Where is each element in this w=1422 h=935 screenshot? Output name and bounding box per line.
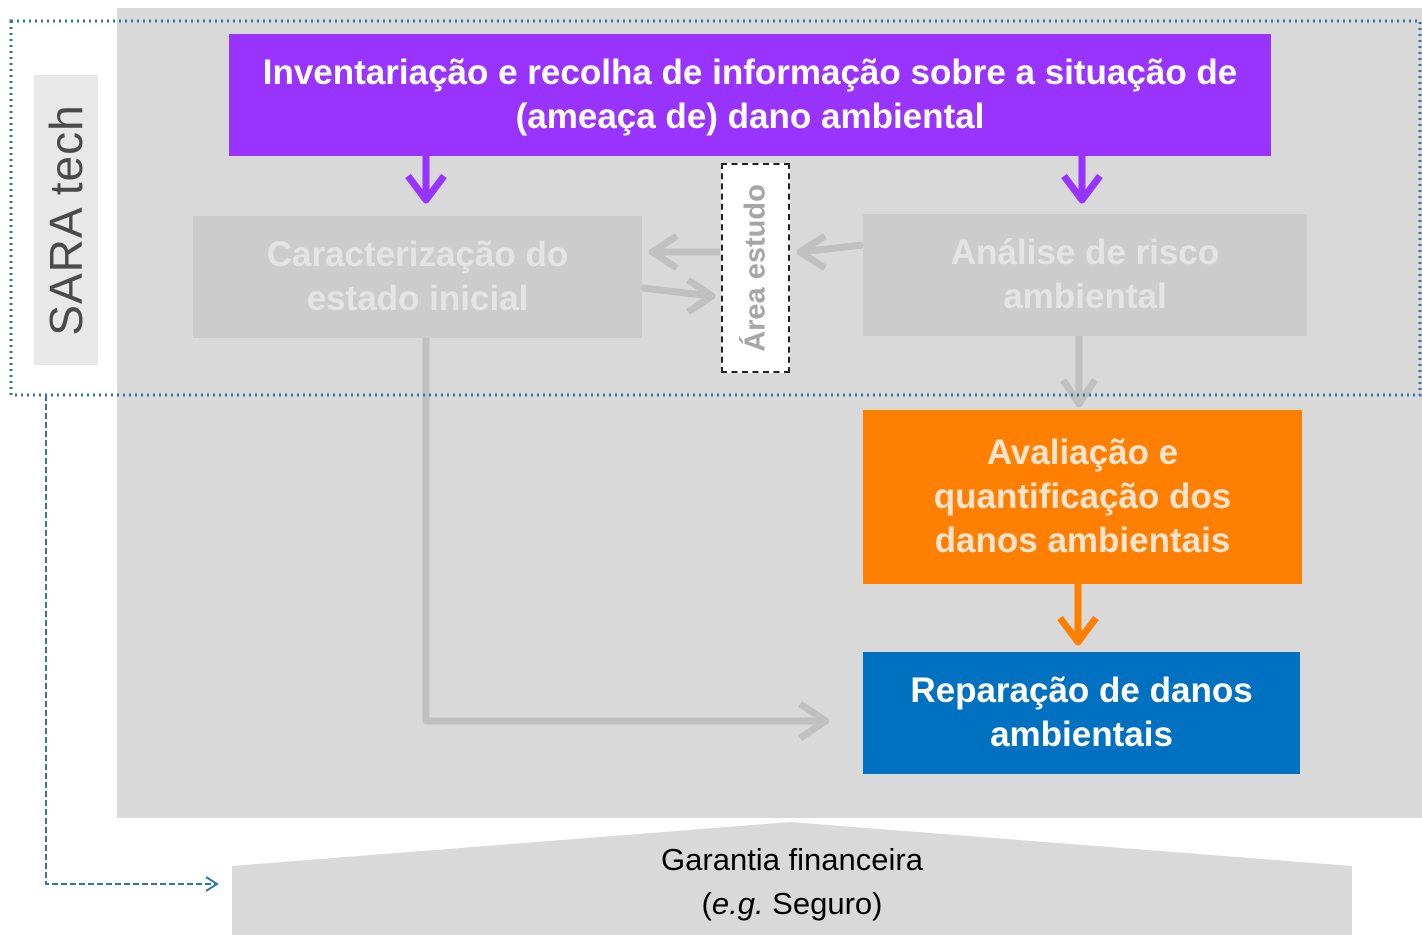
avaliacao-box: Avaliação e quantificação dos danos ambi… bbox=[863, 410, 1302, 584]
arrow-head-caracterizacao-to-area bbox=[686, 277, 716, 315]
area-estudo-box: Área estudo bbox=[721, 163, 790, 373]
reparacao-label: Reparação de danos ambientais bbox=[910, 671, 1253, 754]
arrow-head-analise-to-avaliacao bbox=[1060, 378, 1098, 408]
garantia-paren: ( bbox=[701, 886, 712, 921]
caracterizacao-box: Caracterização do estado inicial bbox=[193, 216, 642, 338]
arrow-head-to-reparacao bbox=[798, 701, 830, 741]
garantia-line2: (e.g. Seguro) bbox=[232, 882, 1352, 926]
arrow-caracterizacao-to-area bbox=[641, 284, 713, 300]
inventory-box: Inventariação e recolha de informação so… bbox=[229, 34, 1271, 156]
logo-text: SARA tech bbox=[40, 104, 92, 336]
arrow-head-inventory-to-analise bbox=[1061, 173, 1103, 204]
analise-label: Análise de risco ambiental bbox=[950, 233, 1220, 316]
arrow-caracterizacao-to-reparacao bbox=[422, 338, 826, 725]
garantia-line1: Garantia financeira bbox=[661, 842, 923, 877]
arrow-head-avaliacao-to-reparacao bbox=[1057, 615, 1099, 646]
arrow-head-analise-to-area bbox=[796, 233, 827, 271]
arrow-head-area-to-caracterizacao bbox=[648, 233, 679, 271]
arrow-head-sara-to-garantia bbox=[205, 876, 219, 892]
area-estudo-label: Área estudo bbox=[739, 184, 771, 352]
analise-box: Análise de risco ambiental bbox=[863, 214, 1307, 336]
garantia-eg: e.g. bbox=[711, 886, 764, 921]
caracterizacao-label: Caracterização do estado inicial bbox=[266, 235, 569, 318]
sara-tech-logo: SARA tech bbox=[34, 75, 98, 365]
garantia-shape bbox=[232, 822, 1352, 935]
reparacao-box: Reparação de danos ambientais bbox=[863, 652, 1300, 774]
inventory-label: Inventariação e recolha de informação so… bbox=[262, 53, 1238, 136]
sara-tech-scope-border bbox=[9, 19, 1422, 397]
arrow-head-inventory-to-caracterizacao bbox=[405, 173, 447, 204]
garantia-financeira-label: Garantia financeira (e.g. Seguro) bbox=[232, 838, 1352, 926]
avaliacao-label: Avaliação e quantificação dos danos ambi… bbox=[933, 433, 1232, 560]
garantia-seguro: Seguro) bbox=[763, 886, 883, 921]
arrow-sara-to-garantia bbox=[45, 395, 216, 885]
arrow-analise-to-area bbox=[799, 241, 864, 256]
